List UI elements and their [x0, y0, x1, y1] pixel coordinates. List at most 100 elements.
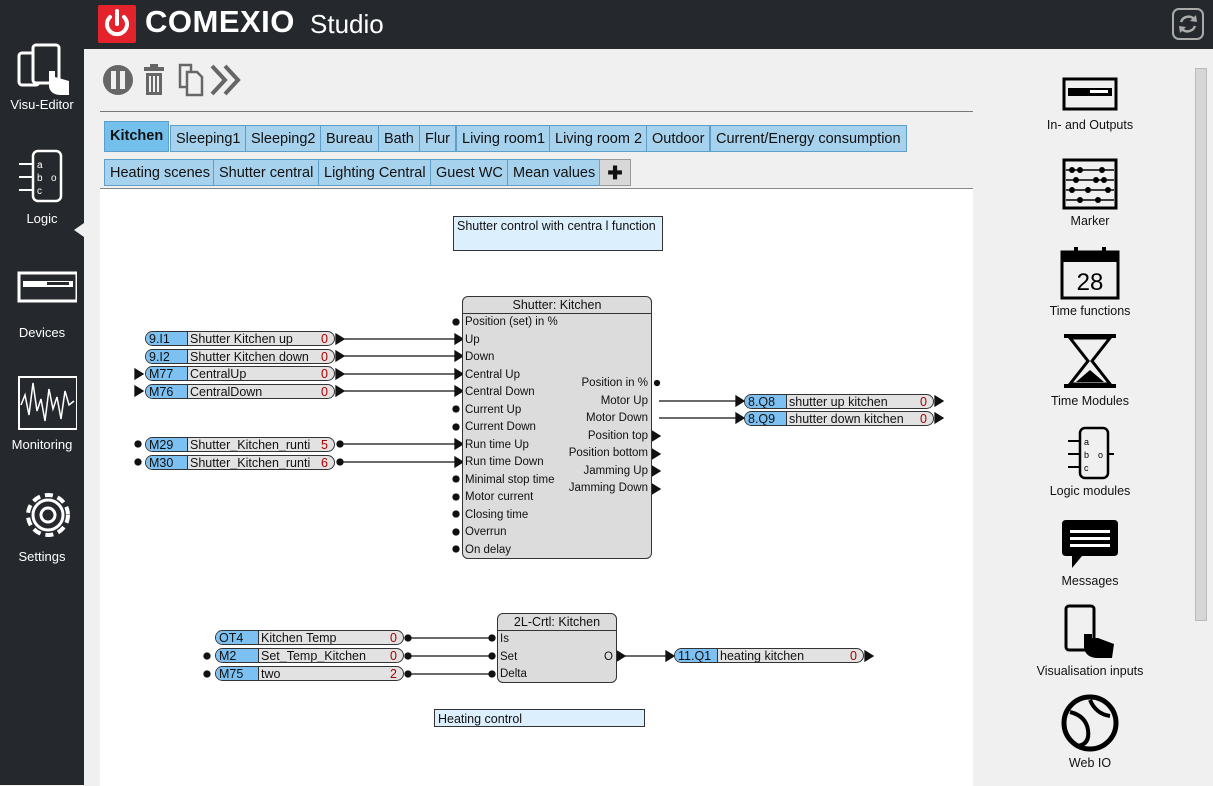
panel-item-web-io[interactable]: Web IO	[1020, 694, 1160, 770]
connection-lines	[134, 318, 945, 678]
block-input: Run time Down	[465, 456, 544, 468]
io-name: Shutter Kitchen up	[190, 332, 293, 346]
io-id: M76	[146, 385, 188, 398]
devices-icon	[17, 271, 77, 303]
io-input[interactable]: M2 Set_Temp_Kitchen 0	[215, 648, 404, 663]
panel-item-label: Time functions	[1049, 304, 1131, 318]
block-input: On delay	[465, 544, 512, 556]
panel-item-in-outputs[interactable]: In- and Outputs	[1020, 76, 1160, 132]
tab-mean-values[interactable]: Mean values	[507, 159, 602, 186]
io-id: M29	[146, 438, 188, 451]
io-input[interactable]: M76 CentralDown 0	[145, 384, 335, 399]
io-input[interactable]: OT4 Kitchen Temp 0	[215, 630, 404, 645]
tab-flur[interactable]: Flur	[419, 125, 456, 152]
shutter-block[interactable]: Shutter: Kitchen Position (set) in % Up …	[462, 296, 652, 559]
block-input: Position (set) in %	[465, 316, 558, 328]
message-icon	[1062, 520, 1118, 568]
io-value: 0	[920, 395, 927, 409]
io-id: M30	[146, 456, 188, 469]
io-id: 8.Q8	[745, 395, 787, 408]
active-indicator	[74, 223, 84, 237]
block-output: Motor Down	[586, 412, 648, 424]
io-output[interactable]: 8.Q9 shutter down kitchen 0	[744, 411, 934, 426]
calendar-day: 28	[1077, 269, 1104, 296]
tab-bath[interactable]: Bath	[378, 125, 420, 152]
io-input[interactable]: M75 two 2	[215, 666, 404, 681]
panel-item-logic-modules[interactable]: a b c o Logic modules	[1020, 426, 1160, 498]
panel-item-visualisation-inputs[interactable]: Visualisation inputs	[1020, 604, 1160, 678]
io-output[interactable]: 8.Q8 shutter up kitchen 0	[744, 394, 934, 409]
left-sidebar: Visu-Editor a b c o Logic Devices Monito…	[0, 43, 84, 785]
note-shutter[interactable]: Shutter control with centra l function	[453, 216, 663, 251]
io-name: Shutter Kitchen down	[190, 350, 309, 364]
logic-icon: a b c o	[19, 149, 63, 203]
note-heating[interactable]: Heating control	[434, 709, 645, 727]
io-input[interactable]: M29 Shutter_Kitchen_runti 5	[145, 437, 335, 452]
pause-icon[interactable]	[101, 63, 135, 97]
svg-text:a: a	[1084, 437, 1089, 447]
visu-editor-icon	[17, 43, 69, 95]
panel-item-label: Visualisation inputs	[1036, 664, 1144, 678]
tab-living-room1[interactable]: Living room1	[456, 125, 552, 152]
panel-item-marker[interactable]: Marker	[1020, 158, 1160, 228]
tab-outdoor[interactable]: Outdoor	[646, 125, 711, 152]
forward-icon[interactable]	[209, 63, 243, 97]
panel-item-label: Logic modules	[1049, 484, 1131, 498]
io-value: 0	[321, 367, 328, 381]
tab-guest-wc[interactable]: Guest WC	[430, 159, 509, 186]
trash-icon[interactable]	[140, 63, 168, 97]
sidebar-item-visu-editor[interactable]: Visu-Editor	[0, 31, 84, 112]
tab-shutter-central[interactable]: Shutter central	[213, 159, 320, 186]
tab-kitchen[interactable]: Kitchen	[104, 121, 170, 152]
io-value: 0	[850, 649, 857, 663]
io-value: 6	[321, 456, 328, 470]
io-input[interactable]: M30 Shutter_Kitchen_runti 6	[145, 455, 335, 470]
add-tab-button[interactable]: ✚	[599, 159, 631, 186]
sidebar-item-settings[interactable]: Settings	[0, 483, 84, 564]
io-id: M77	[146, 367, 188, 380]
io-id: 9.I2	[146, 350, 188, 363]
block-output: O	[604, 651, 613, 663]
top-bar: COMEXIO Studio	[0, 0, 1213, 49]
io-name: shutter down kitchen	[789, 412, 904, 426]
panel-item-label: Messages	[1061, 574, 1119, 588]
tab-living-room-2[interactable]: Living room 2	[549, 125, 649, 152]
io-output[interactable]: 11.Q1 heating kitchen 0	[674, 648, 864, 663]
sidebar-item-label: Devices	[18, 325, 66, 340]
tab-bureau[interactable]: Bureau	[320, 125, 379, 152]
monitoring-icon	[18, 376, 77, 430]
logic-canvas[interactable]: Shutter control with centra l function H…	[100, 188, 973, 786]
panel-item-messages[interactable]: Messages	[1020, 518, 1160, 588]
scrollbar-thumb[interactable]	[1195, 68, 1207, 621]
refresh-icon[interactable]	[1172, 8, 1204, 40]
io-id: OT4	[216, 631, 259, 644]
io-name: Kitchen Temp	[261, 631, 337, 645]
block-output: Position top	[587, 430, 648, 442]
io-input[interactable]: 9.I2 Shutter Kitchen down 0	[145, 349, 335, 364]
block-input: Delta	[500, 668, 527, 680]
tab-current-energy[interactable]: Current/Energy consumption	[710, 125, 907, 152]
tab-sleeping1[interactable]: Sleeping1	[170, 125, 247, 152]
block-input: Central Down	[465, 386, 535, 398]
block-output: Position bottom	[568, 447, 648, 459]
panel-item-time-modules[interactable]: Time Modules	[1020, 332, 1160, 408]
sidebar-item-label: Settings	[18, 549, 66, 564]
gear-icon	[26, 493, 70, 537]
sidebar-item-label: Visu-Editor	[10, 97, 74, 112]
io-id: 11.Q1	[675, 649, 718, 662]
tab-sleeping2[interactable]: Sleeping2	[245, 125, 322, 152]
io-input[interactable]: M77 CentralUp 0	[145, 366, 335, 381]
tab-heating-scenes[interactable]: Heating scenes	[104, 159, 216, 186]
sidebar-item-logic[interactable]: a b c o Logic	[0, 147, 84, 226]
copy-icon[interactable]	[177, 63, 205, 97]
panel-item-time-functions[interactable]: 28 Time functions	[1020, 246, 1160, 318]
io-input[interactable]: 9.I1 Shutter Kitchen up 0	[145, 331, 335, 346]
tab-lighting-central[interactable]: Lighting Central	[318, 159, 432, 186]
sidebar-item-monitoring[interactable]: Monitoring	[0, 375, 84, 452]
block-output: Jamming Up	[583, 465, 648, 477]
io-value: 5	[321, 438, 328, 452]
heating-block[interactable]: 2L-Crtl: Kitchen Is Set Delta O	[497, 613, 617, 683]
sidebar-item-devices[interactable]: Devices	[0, 267, 84, 340]
svg-text:b: b	[37, 173, 43, 184]
block-output: Motor Up	[600, 395, 648, 407]
